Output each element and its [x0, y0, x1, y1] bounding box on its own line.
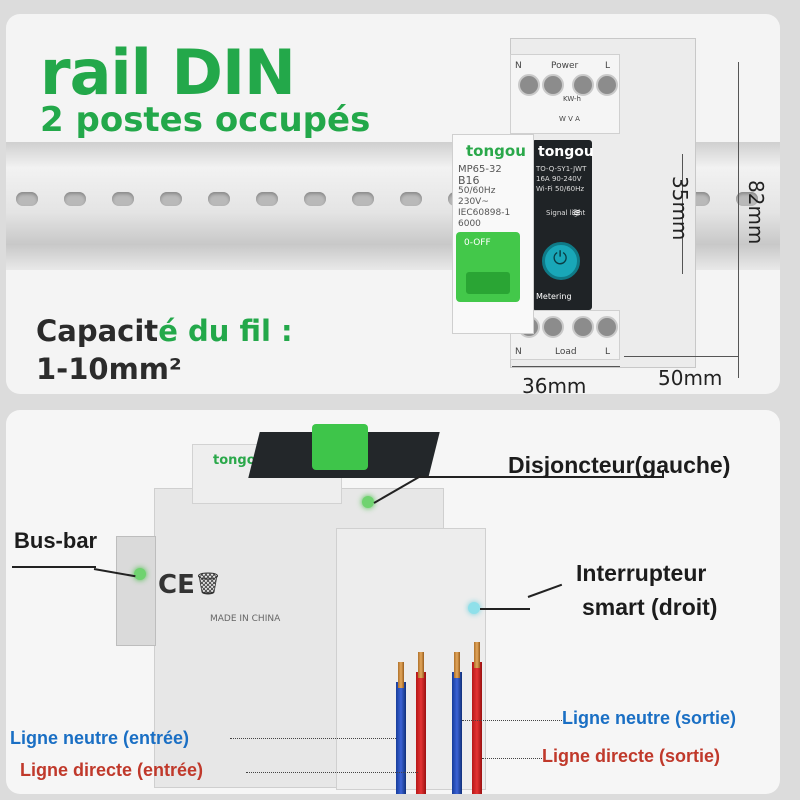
top-power-label: Power — [551, 61, 579, 71]
dim-82mm: 82mm — [744, 180, 768, 245]
rail-hole — [352, 192, 374, 206]
rail-hole — [256, 192, 278, 206]
wire-tip — [418, 652, 424, 678]
wire-live-in — [416, 672, 426, 794]
top-l-label: L — [605, 61, 611, 71]
smart-switch-brand: tongou — [538, 144, 594, 160]
rail-hole — [304, 192, 326, 206]
capacity-value: 1-10mm² — [36, 352, 182, 386]
label-interrupteur-1: Interrupteur — [576, 560, 707, 586]
dim-line-36 — [512, 366, 620, 367]
directe-sortie-line — [482, 758, 542, 759]
breaker-callout-tick — [662, 470, 664, 478]
bus-bar-bracket — [116, 536, 156, 646]
rail-hole — [160, 192, 182, 206]
smart-switch-side — [336, 528, 486, 790]
rail-hole — [736, 192, 758, 206]
screw — [542, 316, 564, 338]
label-directe-entree: Ligne directe (entrée) — [20, 760, 204, 780]
dim-36mm: 36mm — [522, 374, 587, 394]
breaker-spec-4: 6000 — [458, 219, 481, 229]
dim-35mm: 35mm — [668, 176, 692, 241]
wire-live-out — [472, 662, 482, 794]
top-wva-label: W V A — [559, 115, 580, 123]
label-disjoncteur: Disjoncteur(gauche) — [508, 452, 731, 478]
signal-light-label: Signal light — [546, 209, 586, 217]
smart-switch-voltage: 90-240V — [551, 175, 582, 183]
wire-neutral-out — [452, 672, 462, 794]
breaker-spec-1: 50/60Hz — [458, 186, 496, 196]
screw — [572, 316, 594, 338]
dim-50mm: 50mm — [658, 366, 723, 390]
breaker-brand: tongou — [466, 142, 526, 160]
smart-switch-freq: 50/60Hz — [554, 185, 585, 193]
wire-tip — [454, 652, 460, 678]
label-neutre-sortie: Ligne neutre (sortie) — [562, 708, 737, 728]
smart-switch-wifi: Wi-Fi — [536, 185, 553, 193]
screw — [518, 74, 540, 96]
top-kwh-label: KW-h — [563, 95, 581, 103]
rail-hole — [16, 192, 38, 206]
breaker-toggle[interactable]: 0-OFF — [456, 232, 520, 302]
smart-switch-amps: 16A — [536, 175, 550, 183]
smart-switch-specs: TO-Q-SY1-JWT 16A 90-240V Wi-Fi 50/60Hz S… — [536, 164, 586, 218]
smart-switch-face — [532, 140, 592, 310]
waste-bin-icon: 🗑 — [194, 572, 222, 597]
dim-line-50 — [624, 356, 738, 357]
capacity-green-e: é — [158, 314, 178, 348]
breaker-rating: B16 — [458, 174, 480, 187]
screw — [572, 74, 594, 96]
dim-line-82 — [738, 62, 739, 378]
made-in-china: MADE IN CHINA — [210, 614, 281, 624]
screw — [596, 316, 618, 338]
title-rail-din: rail DIN — [40, 36, 296, 109]
wifi-icon: ≋ — [572, 206, 582, 219]
capacity-label: Capacité du fil : — [36, 310, 293, 352]
dim-line-35 — [682, 154, 683, 274]
breaker-model: MP65-32 — [458, 164, 502, 175]
label-directe-sortie: Ligne directe (sortie) — [542, 746, 721, 766]
bottom-l-label: L — [605, 347, 611, 357]
capacity-green: du fil : — [187, 314, 293, 348]
screw — [596, 74, 618, 96]
wire-tip — [474, 642, 480, 668]
power-icon[interactable] — [542, 242, 580, 280]
neutre-sortie-line — [462, 720, 562, 721]
breaker-specs: MP65-32 B16 50/60Hz 230V~ IEC60898-1 600… — [458, 164, 510, 230]
breaker-toggle-green[interactable] — [312, 424, 368, 470]
rail-hole — [400, 192, 422, 206]
bottom-n-label: N — [515, 347, 522, 357]
directe-entree-line — [246, 772, 418, 773]
bottom-panel: tongou CE 🗑 MADE IN CHINA Disjoncteur(ga… — [6, 410, 780, 794]
rail-hole — [112, 192, 134, 206]
bus-bar-callout-line — [12, 566, 96, 568]
rail-hole — [64, 192, 86, 206]
smart-switch-model: TO-Q-SY1-JWT — [536, 165, 587, 173]
smart-switch-marker-dot — [468, 602, 480, 614]
switch-callout-line — [480, 608, 530, 610]
label-interrupteur-2: smart (droit) — [582, 594, 718, 620]
switch-callout-line-2 — [527, 583, 563, 598]
label-neutre-entree: Ligne neutre (entrée) — [10, 728, 190, 748]
breaker-spec-3: IEC60898-1 — [458, 208, 511, 218]
capacity-dark: Capacit — [36, 314, 159, 348]
top-n-label: N — [515, 61, 522, 71]
metering-label: Metering — [536, 292, 572, 301]
rail-hole — [208, 192, 230, 206]
label-bus-bar: Bus-bar — [14, 528, 98, 553]
bus-bar-marker-dot — [134, 568, 146, 580]
subtitle-positions: 2 postes occupés — [40, 100, 371, 140]
breaker-off-label: 0-OFF — [464, 238, 491, 248]
breaker-marker-dot — [362, 496, 374, 508]
wire-neutral-in — [396, 682, 406, 794]
breaker-spec-2: 230V~ — [458, 197, 489, 207]
breaker-callout-line-h — [420, 476, 664, 478]
screw — [542, 74, 564, 96]
neutre-entree-line — [230, 738, 396, 739]
ce-mark-icon: CE — [158, 570, 195, 600]
wire-tip — [398, 662, 404, 688]
bottom-load-label: Load — [555, 347, 577, 357]
top-panel: rail DIN 2 postes occupés N Power L KW-h… — [6, 14, 780, 394]
